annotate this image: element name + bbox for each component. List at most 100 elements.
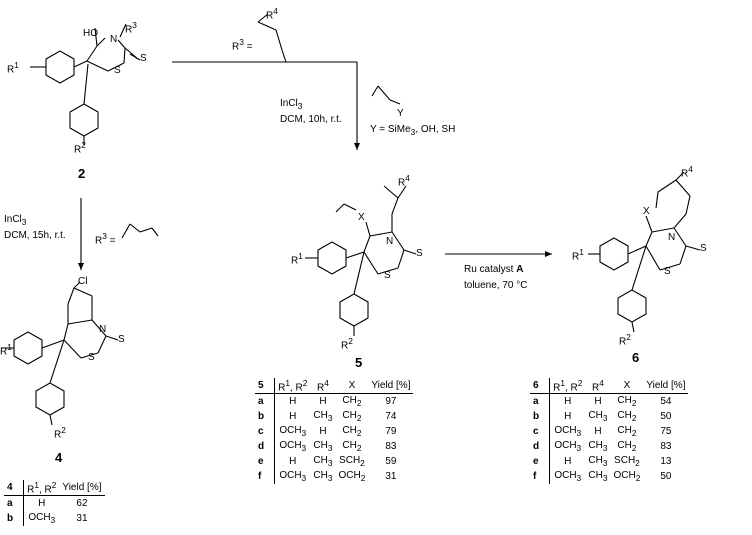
structure-2 — [30, 23, 141, 145]
atom-label-n-4: N — [99, 324, 107, 335]
table-compound-header: 6 — [530, 378, 551, 395]
table-cell: CH3 — [588, 440, 608, 454]
table-cell: H — [594, 426, 602, 438]
table-cell: H — [319, 426, 327, 438]
table-cell: CH3 — [588, 410, 608, 424]
table-cell: OCH3 — [279, 440, 307, 454]
table-cell: CH2 — [617, 410, 637, 424]
structure-4 — [1, 281, 119, 426]
atom-label-r2-5: R2 — [341, 336, 353, 352]
atom-label-s: S — [114, 65, 121, 76]
reagent-allyl-y — [371, 85, 401, 105]
table-cell: 62 — [76, 498, 88, 510]
reagent-butenyl — [121, 223, 159, 239]
structure-6 — [588, 171, 701, 333]
atom-label-s-thione: S — [140, 53, 147, 64]
y-definition: Y = SiMe3, OH, SH — [370, 124, 456, 137]
compound-number-6: 6 — [632, 350, 640, 365]
atom-label-thione-4: S — [118, 334, 125, 345]
table-entry-label: a — [255, 393, 276, 410]
table-cell: 79 — [385, 426, 397, 438]
table-cell: H — [564, 456, 572, 468]
table-cell: 13 — [660, 456, 672, 468]
table-column-header: Yield [%] — [368, 378, 414, 395]
atom-label-r4-6: R4 — [681, 164, 693, 180]
atom-label-n-5: N — [386, 236, 394, 247]
table-cell: H — [289, 456, 297, 468]
table-entry-label: a — [530, 393, 551, 410]
top-reagent: InCl3 — [280, 98, 303, 111]
table-cell: 59 — [385, 456, 397, 468]
table-cell: CH2 — [342, 425, 362, 439]
table-cell: CH3 — [313, 470, 333, 484]
atom-label-r1-6: R1 — [572, 247, 584, 263]
table-entry-label: b — [530, 409, 551, 425]
atom-label-r1: R1 — [7, 60, 19, 76]
table-cell: OCH3 — [28, 512, 56, 526]
table-entry-label: e — [255, 454, 276, 470]
left-solvent: DCM, 15h, r.t. — [4, 230, 66, 241]
table-entry-label: f — [255, 469, 276, 485]
table-cell: 31 — [76, 513, 88, 525]
atom-label-r1-4: R1 — [0, 342, 12, 358]
table-cell: CH2 — [617, 425, 637, 439]
atom-label-n: N — [110, 34, 118, 45]
atom-label-s-5: S — [384, 270, 391, 281]
table-cell: CH3 — [588, 470, 608, 484]
table-column-header: R4 — [585, 378, 611, 395]
table-cell: CH3 — [588, 455, 608, 469]
table-cell: H — [289, 396, 297, 408]
table-cell: 83 — [385, 441, 397, 453]
table-column-header: Yield [%] — [59, 480, 105, 497]
top-solvent: DCM, 10h, r.t. — [280, 114, 342, 125]
atom-label-ho: HO — [83, 28, 98, 39]
atom-label-r1-5: R1 — [291, 251, 303, 267]
r3-definition-top: R3 = — [232, 37, 253, 53]
table-entry-label: c — [255, 424, 276, 440]
compound-number-4: 4 — [55, 450, 63, 465]
table-entry-label: c — [530, 424, 551, 440]
table-cell: H — [594, 396, 602, 408]
atom-label-r2: R2 — [74, 140, 86, 156]
ru-conditions: toluene, 70 °C — [464, 280, 528, 291]
table-entry-label: f — [530, 469, 551, 485]
atom-label-cl: Cl — [78, 276, 88, 287]
table-cell: 50 — [660, 471, 672, 483]
table-cell: H — [564, 396, 572, 408]
atom-label-thione-5: S — [416, 248, 423, 259]
atom-label-r3: R3 — [125, 20, 137, 36]
table-cell: SCH2 — [339, 455, 365, 469]
atom-label-r4-5: R4 — [398, 173, 410, 189]
atom-label-s-4: S — [88, 352, 95, 363]
table-cell: CH3 — [313, 455, 333, 469]
table-compound-header: 4 — [4, 480, 25, 497]
table-cell: OCH3 — [279, 470, 307, 484]
table-column-header: X — [335, 378, 369, 395]
table-cell: CH2 — [617, 395, 637, 409]
table-entry-label: d — [530, 439, 551, 455]
table-cell: CH2 — [342, 410, 362, 424]
table-cell: 54 — [660, 396, 672, 408]
table-cell: 83 — [660, 441, 672, 453]
compound-number-2: 2 — [78, 166, 86, 181]
table-cell: CH3 — [313, 410, 333, 424]
table-column-header: R4 — [310, 378, 336, 395]
compound-number-5: 5 — [355, 355, 363, 370]
table-column-header: R1, R2 — [23, 480, 60, 497]
atom-label-thione-6: S — [700, 243, 707, 254]
table-cell: OCH3 — [554, 470, 582, 484]
atom-label-n-6: N — [668, 232, 676, 243]
